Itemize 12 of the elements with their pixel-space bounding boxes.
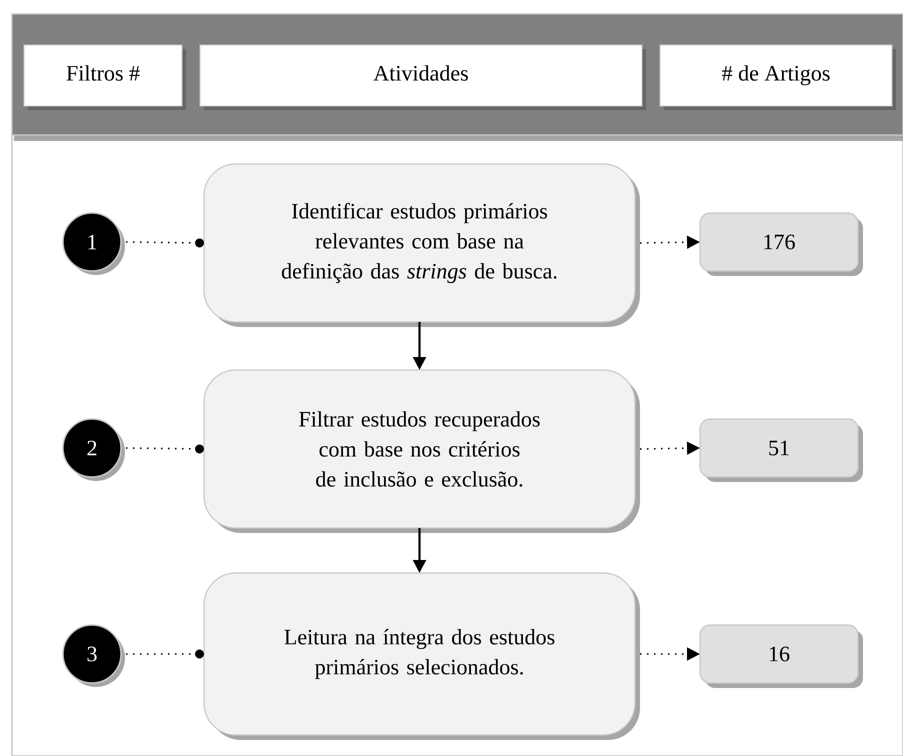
count-box: 176 xyxy=(699,212,863,276)
count-box: 51 xyxy=(699,418,863,482)
connector xyxy=(126,650,204,658)
header-box: # de Artigos xyxy=(660,44,896,110)
header-box: Filtros # xyxy=(24,44,186,110)
activity-box: Leitura na íntegra dos estudos primários selecionados. xyxy=(203,572,640,740)
connector xyxy=(126,238,204,248)
activity-box: Filtrar estudos recuperados com base nos critérios de inclusão e exclusão. xyxy=(203,369,640,533)
header-box: Atividades xyxy=(200,44,646,110)
connector xyxy=(126,444,204,454)
activity-box: Identificar estudos primários relevantes com base na definição das strings de busca. xyxy=(203,163,640,327)
count-box: 16 xyxy=(699,624,863,688)
